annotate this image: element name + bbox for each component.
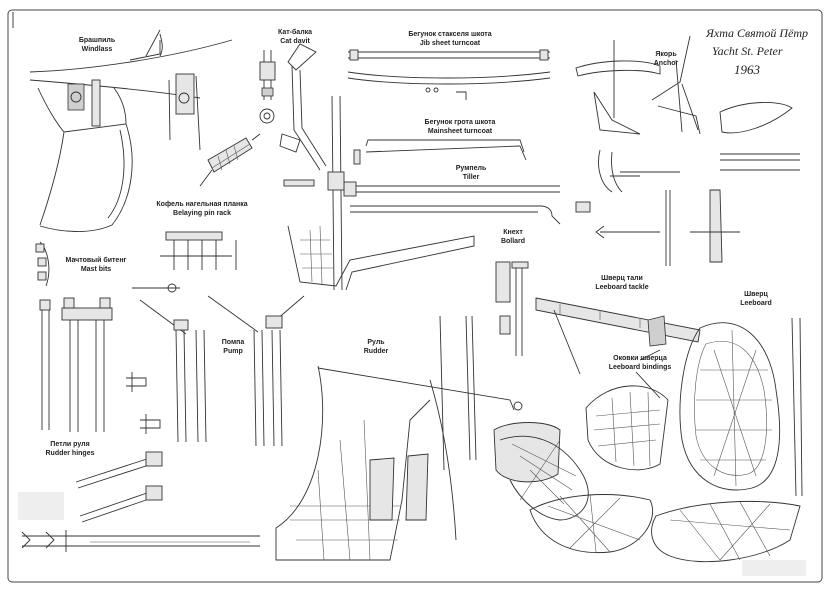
cat-davit-drawing	[259, 43, 327, 187]
label-belaying-pin-rack-ru: Кофель нагельная планка	[156, 201, 248, 208]
leeboard-perspective-drawing	[493, 422, 806, 576]
label-jib-sheet-turncoat-ru: Бегунок стакселя шкота	[408, 31, 492, 38]
label-rudder-hinges-en: Rudder hinges	[45, 450, 95, 457]
label-leeboard-bindings-ru: Оковки шверца	[613, 355, 667, 362]
rudder-drawing	[275, 315, 523, 561]
label-mast-bits: Мачтовый битенг Mast bits	[66, 256, 127, 274]
title-russian: Яхта Святой Пётр	[706, 26, 808, 40]
label-rudder-hinges: Петли руля Rudder hinges	[45, 440, 94, 458]
label-tiller-en: Tiller	[462, 174, 480, 181]
label-cat-davit: Кат-балка Cat davit	[278, 28, 312, 46]
label-pump: Помпа Pump	[222, 338, 245, 356]
label-pump-en: Pump	[223, 348, 243, 355]
label-cat-davit-en: Cat davit	[280, 38, 310, 45]
label-mainsheet-turncoat-ru: Бегунок грота шкота	[424, 119, 496, 126]
leeboard-drawing	[679, 317, 803, 497]
label-tiller: Румпель Tiller	[456, 164, 487, 182]
windlass-drawing	[29, 29, 261, 232]
label-anchor-en: Anchor	[653, 60, 679, 67]
label-leeboard: Шверц Leeboard	[740, 290, 772, 308]
label-bollard: Кнехт Bollard	[501, 228, 525, 246]
label-anchor-ru: Якорь	[655, 51, 677, 58]
label-jib-sheet-turncoat-en: Jib sheet turncoat	[419, 40, 481, 47]
leeboard-tackle-drawing	[535, 297, 701, 375]
label-leeboard-tackle-en: Leeboard tackle	[595, 284, 649, 291]
label-tiller-ru: Румпель	[455, 165, 487, 172]
label-belaying-pin-rack-en: Belaying pin rack	[173, 210, 231, 217]
title-english: Yacht St. Peter	[712, 44, 783, 58]
label-leeboard-bindings-en: Leeboard bindings	[608, 364, 672, 371]
label-pump-ru: Помпа	[221, 339, 245, 346]
small-hardware-drawing	[126, 261, 529, 434]
label-leeboard-ru: Шверц	[744, 291, 768, 298]
label-leeboard-tackle-ru: Шверц тали	[601, 275, 643, 282]
label-windlass-ru: Брашпиль	[78, 37, 116, 44]
anchor-drawing	[575, 35, 800, 266]
label-rudder-hinges-ru: Петли руля	[50, 441, 90, 448]
label-anchor: Якорь Anchor	[654, 50, 679, 68]
label-windlass-en: Windlass	[81, 46, 113, 53]
label-rudder: Руль Rudder	[364, 338, 389, 356]
label-leeboard-bindings: Оковки шверца Leeboard bindings	[609, 354, 672, 372]
mast-bits-drawing	[35, 241, 113, 432]
title-year: 1963	[734, 62, 760, 77]
label-rudder-ru: Руль	[367, 339, 385, 346]
label-leeboard-tackle: Шверц тали Leeboard tackle	[595, 274, 648, 292]
label-mainsheet-turncoat: Бегунок грота шкота Mainsheet turncoat	[425, 118, 496, 136]
label-leeboard-en: Leeboard	[740, 300, 772, 307]
label-bollard-ru: Кнехт	[503, 229, 523, 236]
label-belaying-pin-rack: Кофель нагельная планка Belaying pin rac…	[156, 200, 247, 218]
mainsheet-turncoat-drawing	[365, 139, 527, 161]
label-bollard-en: Bollard	[500, 238, 526, 245]
label-mast-bits-ru: Мачтовый битенг	[65, 257, 127, 264]
label-rudder-en: Rudder	[363, 348, 389, 355]
tiller-drawing	[343, 181, 591, 225]
sheet-border	[7, 9, 823, 583]
label-mast-bits-en: Mast bits	[80, 266, 112, 273]
label-mainsheet-turncoat-en: Mainsheet turncoat	[427, 128, 493, 135]
label-windlass: Брашпиль Windlass	[79, 36, 115, 54]
label-cat-davit-ru: Кат-балка	[277, 29, 313, 36]
belaying-pin-rack-drawing	[160, 231, 237, 270]
jib-sheet-turncoat-drawing	[347, 49, 551, 100]
leeboard-bindings-drawing	[585, 371, 669, 471]
label-jib-sheet-turncoat: Бегунок стакселя шкота Jib sheet turncoa…	[408, 30, 491, 48]
pump-drawing	[132, 283, 305, 447]
rudder-hinges-drawing	[18, 451, 260, 552]
mast-drawing	[287, 95, 475, 291]
